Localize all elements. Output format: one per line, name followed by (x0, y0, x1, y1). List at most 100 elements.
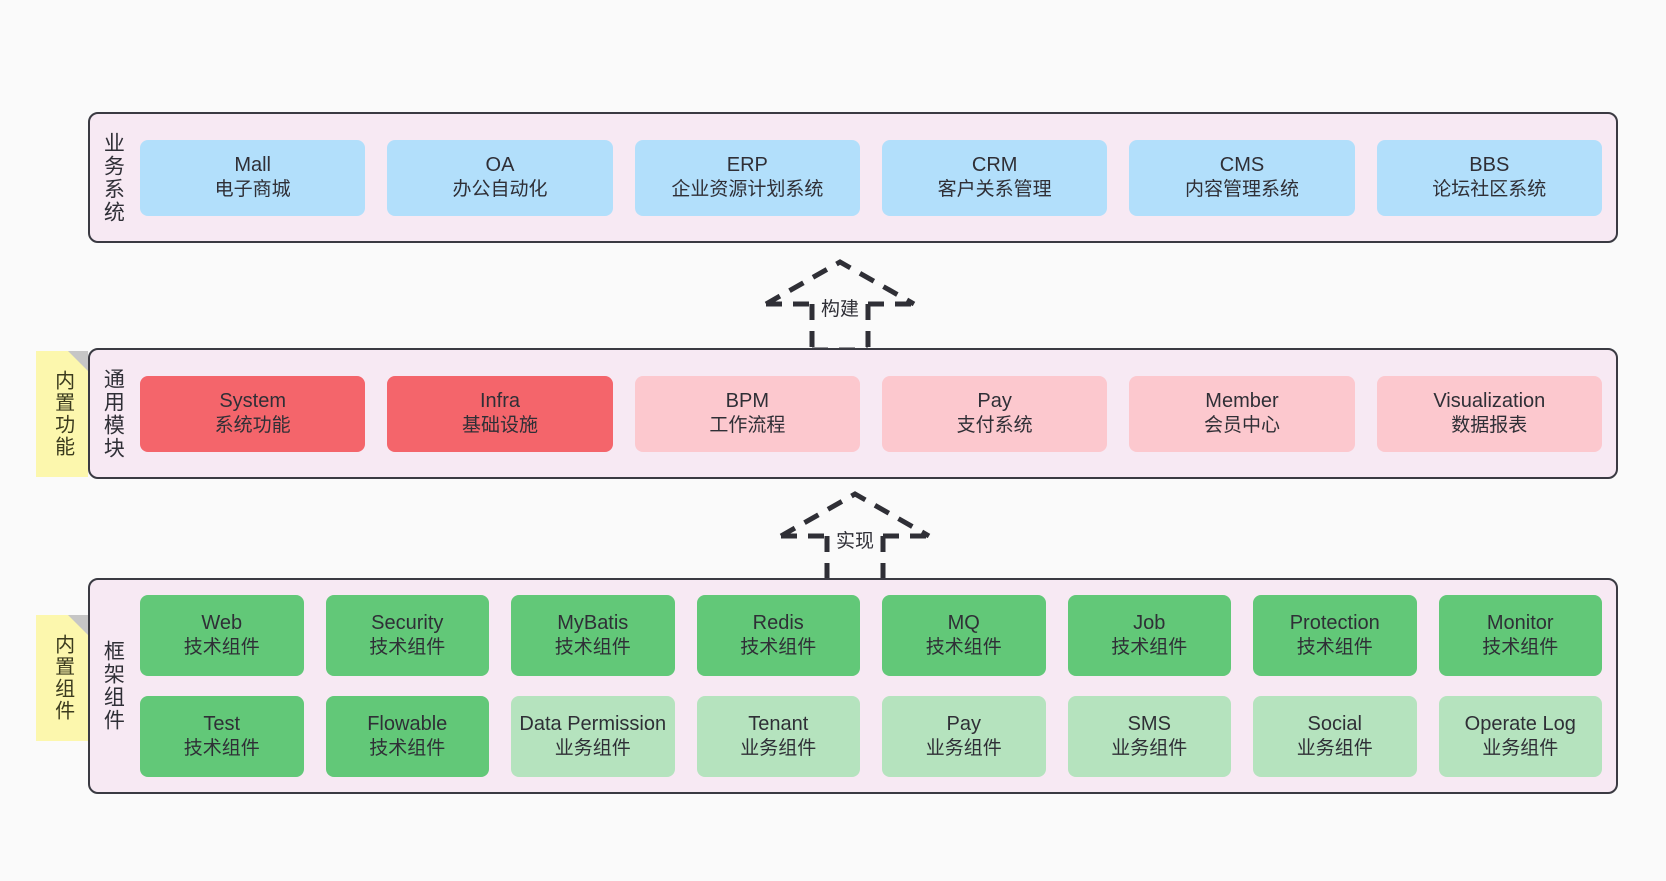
card-title: CMS (1219, 153, 1265, 176)
card-infra[interactable]: Infra 基础设施 (387, 375, 613, 452)
card-subtitle: 业务组件 (740, 738, 817, 760)
card-subtitle: 业务组件 (1482, 738, 1559, 760)
card-title: Monitor (1486, 611, 1554, 634)
card-flowable[interactable]: Flowable 技术组件 (325, 696, 489, 777)
card-title: Job (1133, 611, 1166, 634)
card-subtitle: 技术组件 (369, 637, 446, 659)
card-operate-log[interactable]: Operate Log 业务组件 (1438, 696, 1602, 777)
connector-realize: 实现 (775, 490, 935, 586)
card-tenant[interactable]: Tenant 业务组件 (696, 696, 860, 777)
card-sms[interactable]: SMS 业务组件 (1067, 696, 1231, 777)
connector-label: 构建 (820, 299, 859, 320)
card-cms[interactable]: CMS 内容管理系统 (1129, 139, 1355, 216)
card-mall[interactable]: Mall 电子商城 (140, 139, 366, 216)
card-subtitle: 支付系统 (956, 415, 1033, 437)
layer-body-common-module: System 系统功能 Infra 基础设施 BPM 工作流程 Pay 支付系统… (134, 350, 1616, 477)
card-protection[interactable]: Protection 技术组件 (1253, 595, 1417, 676)
card-system[interactable]: System 系统功能 (140, 375, 366, 452)
card-pay-business[interactable]: Pay 业务组件 (882, 696, 1046, 777)
card-subtitle: 数据报表 (1451, 415, 1528, 437)
card-subtitle: 业务组件 (1111, 738, 1188, 760)
card-web[interactable]: Web 技术组件 (140, 595, 304, 676)
card-title: MyBatis (557, 611, 629, 634)
card-subtitle: 技术组件 (554, 637, 631, 659)
note-label: 内置功能 (51, 370, 74, 458)
card-title: Test (203, 712, 241, 735)
card-subtitle: 论坛社区系统 (1432, 179, 1547, 201)
connector-build: 构建 (760, 258, 920, 354)
card-row: System 系统功能 Infra 基础设施 BPM 工作流程 Pay 支付系统… (140, 375, 1602, 452)
card-subtitle: 业务组件 (554, 738, 631, 760)
card-job[interactable]: Job 技术组件 (1067, 595, 1231, 676)
card-bpm[interactable]: BPM 工作流程 (634, 375, 860, 452)
card-subtitle: 企业资源计划系统 (671, 179, 824, 201)
card-subtitle: 技术组件 (183, 738, 260, 760)
card-subtitle: 技术组件 (369, 738, 446, 760)
card-pay[interactable]: Pay 支付系统 (881, 375, 1108, 452)
card-member[interactable]: Member 会员中心 (1129, 375, 1355, 452)
card-subtitle: 业务组件 (925, 738, 1002, 760)
card-erp[interactable]: ERP 企业资源计划系统 (634, 139, 860, 216)
card-bbs[interactable]: BBS 论坛社区系统 (1376, 139, 1602, 216)
card-title: Data Permission (519, 712, 667, 735)
card-title: Mall (234, 153, 271, 176)
layer-common-module: 通用模块 System 系统功能 Infra 基础设施 BPM 工作流程 Pay… (88, 348, 1618, 479)
card-title: CRM (971, 153, 1018, 176)
card-row: Mall 电子商城 OA 办公自动化 ERP 企业资源计划系统 CRM 客户关系… (140, 139, 1602, 216)
card-subtitle: 技术组件 (1111, 637, 1188, 659)
card-subtitle: 业务组件 (1296, 738, 1373, 760)
card-subtitle: 技术组件 (740, 637, 817, 659)
card-oa[interactable]: OA 办公自动化 (387, 139, 613, 216)
card-subtitle: 技术组件 (183, 637, 260, 659)
card-subtitle: 基础设施 (461, 415, 538, 437)
card-title: Tenant (748, 712, 809, 735)
layer-body-business-system: Mall 电子商城 OA 办公自动化 ERP 企业资源计划系统 CRM 客户关系… (134, 114, 1616, 241)
card-title: BBS (1469, 153, 1510, 176)
layer-body-framework-component: Web 技术组件 Security 技术组件 MyBatis 技术组件 Redi… (134, 580, 1616, 792)
card-title: MQ (947, 611, 980, 634)
layer-business-system: 业务系统 Mall 电子商城 OA 办公自动化 ERP 企业资源计划系统 CRM… (88, 112, 1618, 243)
card-title: Pay (946, 712, 981, 735)
card-visualization[interactable]: Visualization 数据报表 (1376, 375, 1602, 452)
card-title: Web (201, 611, 243, 634)
card-title: BPM (725, 389, 769, 412)
note-builtin-components: 内置组件 (36, 615, 88, 741)
card-subtitle: 客户关系管理 (937, 179, 1052, 201)
layer-title-framework-component: 框架组件 (101, 640, 125, 732)
card-redis[interactable]: Redis 技术组件 (696, 595, 860, 676)
card-row: Web 技术组件 Security 技术组件 MyBatis 技术组件 Redi… (140, 595, 1602, 676)
card-title: Member (1205, 389, 1279, 412)
card-mq[interactable]: MQ 技术组件 (882, 595, 1046, 676)
card-subtitle: 办公自动化 (452, 179, 548, 201)
card-social[interactable]: Social 业务组件 (1253, 696, 1417, 777)
card-title: Operate Log (1464, 712, 1576, 735)
card-subtitle: 技术组件 (1482, 637, 1559, 659)
card-mybatis[interactable]: MyBatis 技术组件 (511, 595, 675, 676)
card-title: Redis (752, 611, 804, 634)
layer-title-common-module: 通用模块 (101, 367, 125, 460)
note-builtin-features: 内置功能 (36, 351, 88, 477)
card-test[interactable]: Test 技术组件 (140, 696, 304, 777)
card-title: System (219, 389, 286, 412)
layer-framework-component: 框架组件 Web 技术组件 Security 技术组件 MyBatis 技术组件… (88, 578, 1618, 794)
card-data-permission[interactable]: Data Permission 业务组件 (511, 696, 675, 777)
layer-title-business-system: 业务系统 (101, 131, 125, 224)
card-title: Pay (977, 389, 1012, 412)
card-title: Flowable (367, 712, 448, 735)
card-monitor[interactable]: Monitor 技术组件 (1438, 595, 1602, 676)
card-security[interactable]: Security 技术组件 (325, 595, 489, 676)
card-subtitle: 系统功能 (214, 415, 291, 437)
card-subtitle: 技术组件 (1296, 637, 1373, 659)
card-subtitle: 内容管理系统 (1184, 179, 1299, 201)
card-title: OA (485, 153, 515, 176)
note-label: 内置组件 (51, 634, 74, 722)
card-title: ERP (726, 153, 768, 176)
card-title: SMS (1127, 712, 1171, 735)
card-row: Test 技术组件 Flowable 技术组件 Data Permission … (140, 696, 1602, 777)
card-crm[interactable]: CRM 客户关系管理 (881, 139, 1108, 216)
card-title: Protection (1289, 611, 1380, 634)
card-subtitle: 电子商城 (214, 179, 291, 201)
card-title: Infra (479, 389, 520, 412)
card-title: Security (371, 611, 444, 634)
